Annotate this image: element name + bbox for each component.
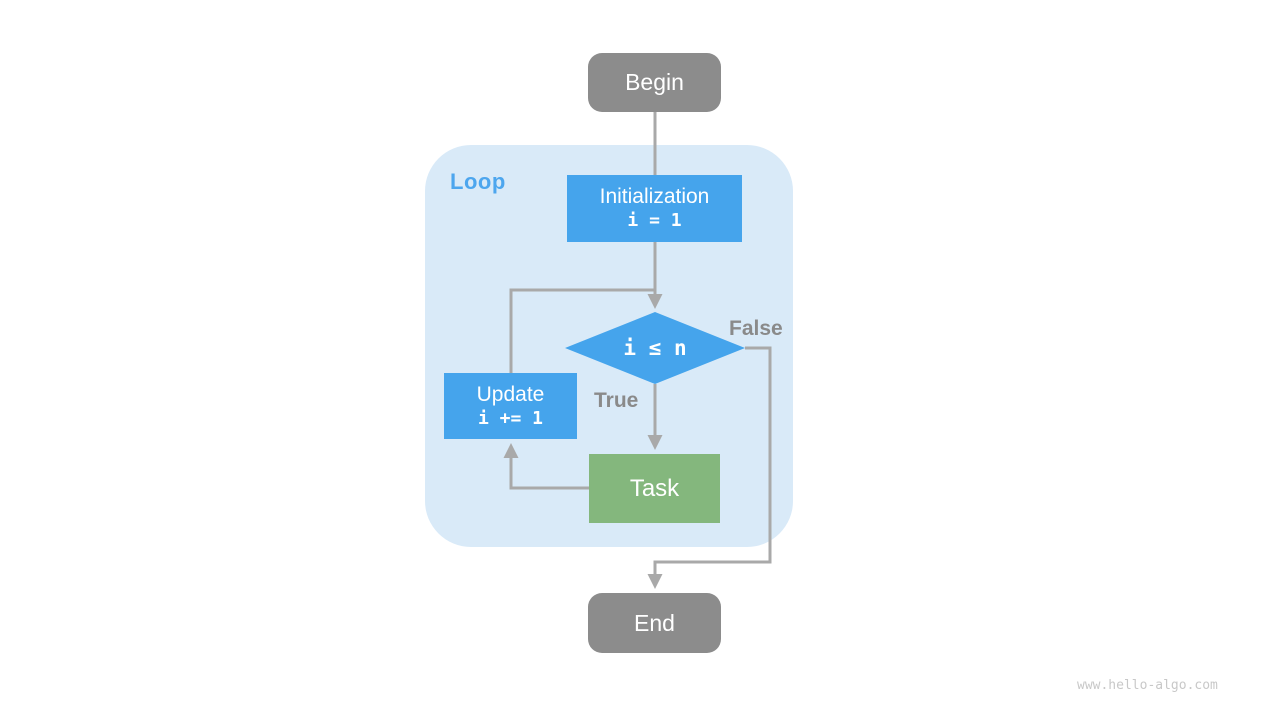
edge-label-true: True [594,389,639,412]
node-begin-label: Begin [625,69,684,96]
watermark-text: www.hello-algo.com [1077,678,1218,693]
node-update: Update i += 1 [444,373,577,439]
node-initialization-label: Initialization [599,185,710,209]
diamond-shape [565,312,745,384]
edge-task-to-update [503,443,590,490]
node-initialization-code: i = 1 [627,210,682,232]
node-condition: i ≤ n [565,312,745,384]
node-task: Task [589,454,720,523]
node-update-code: i += 1 [477,407,544,429]
edge-cond-to-end [647,346,772,589]
edge-label-false: False [729,317,783,340]
node-begin: Begin [588,53,721,112]
node-task-label: Task [629,474,680,502]
loop-region-label: Loop [450,169,506,194]
node-initialization: Initialization i = 1 [567,175,742,242]
node-end-label: End [634,609,675,636]
node-end: End [588,593,721,653]
node-condition-code: i ≤ n [623,335,687,360]
node-update-label: Update [476,382,545,406]
edge-update-loopback [509,288,656,374]
